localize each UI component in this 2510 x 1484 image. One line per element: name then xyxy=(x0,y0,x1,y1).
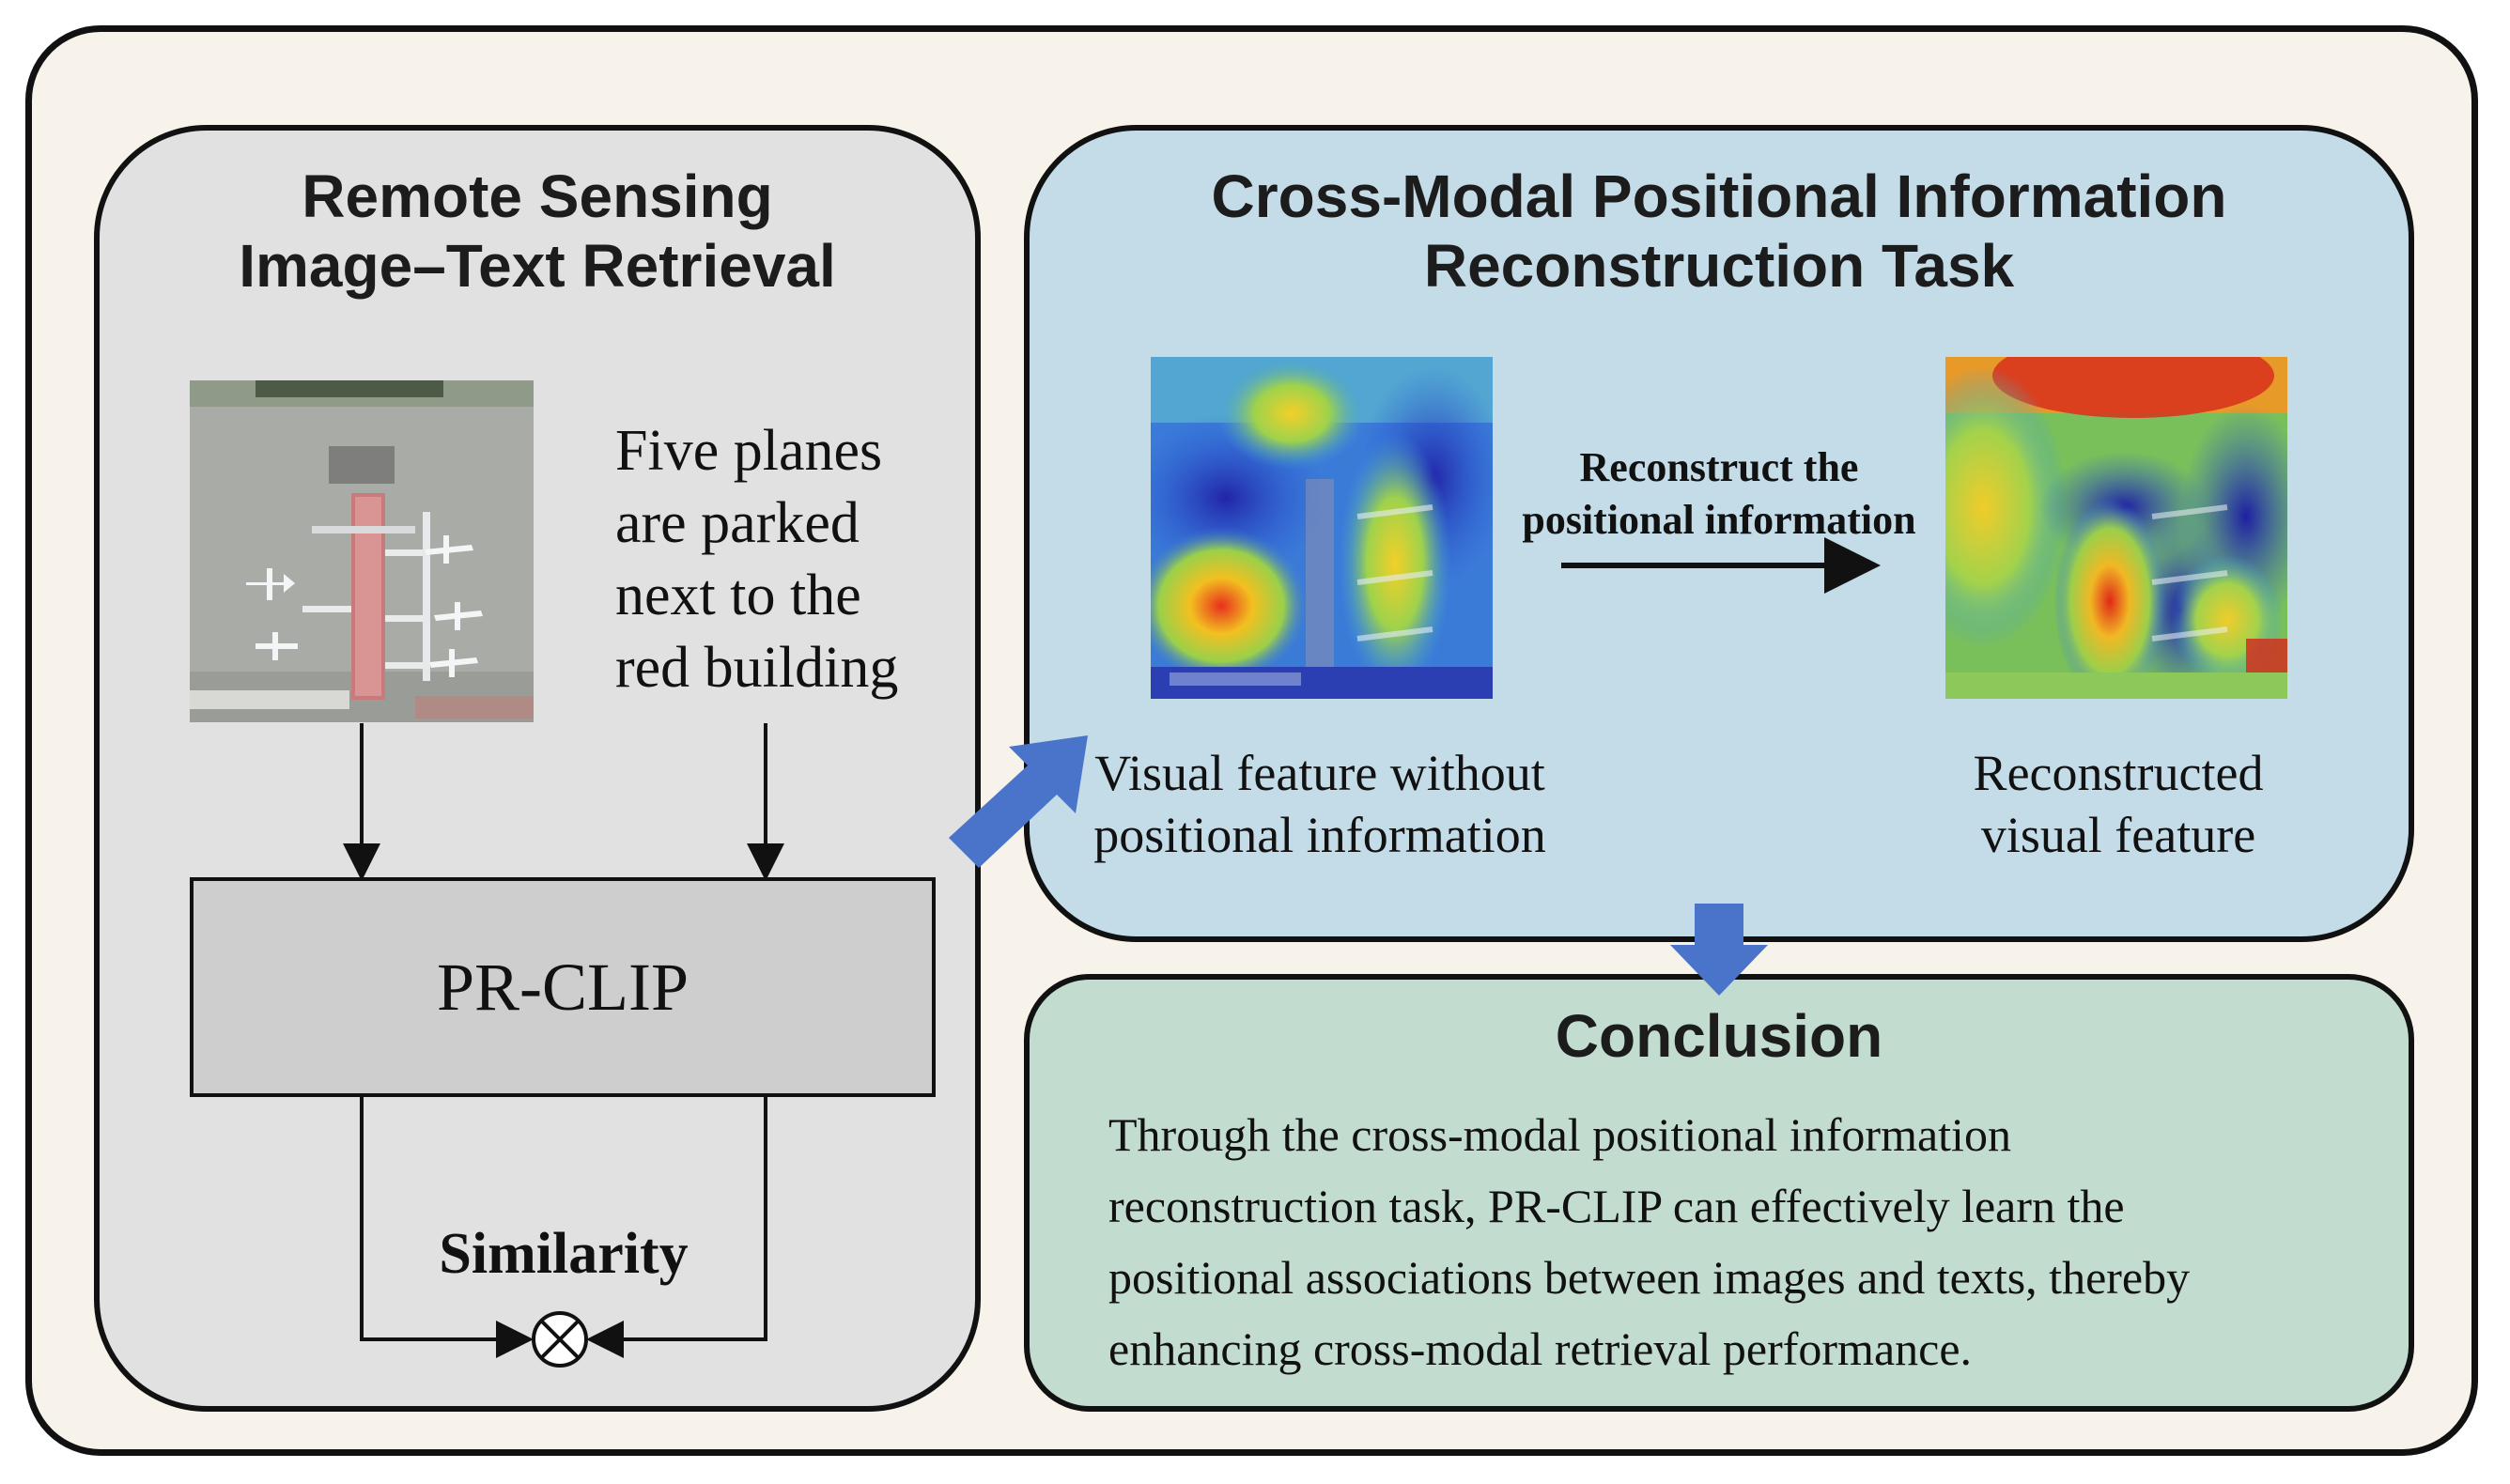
retrieval-panel-title: Remote Sensing Image–Text Retrieval xyxy=(94,162,981,301)
similarity-label: Similarity xyxy=(439,1222,689,1286)
heatmap-reconstructed xyxy=(1945,357,2287,699)
retrieval-caption: Five planes are parked next to the red b… xyxy=(615,415,898,704)
similarity-operator-icon xyxy=(532,1311,588,1368)
retrieval-title-line-2: Image–Text Retrieval xyxy=(239,232,836,300)
without-position-caption: Visual feature without positional inform… xyxy=(1071,742,1569,866)
conclusion-title: Conclusion xyxy=(1555,1002,1883,1070)
heatmap-without-position xyxy=(1151,357,1493,699)
pr-clip-model-box: PR-CLIP xyxy=(190,877,936,1097)
similarity-left-connector xyxy=(360,1097,534,1358)
to-reconstruction-arrow xyxy=(949,735,1088,868)
caption-line-1: Five planes xyxy=(615,419,883,483)
conclusion-panel xyxy=(1024,974,2414,1412)
reconstruction-title-line-2: Reconstruction Task xyxy=(1423,232,2015,300)
reconstruct-label-line-2: positional information xyxy=(1522,497,1916,543)
conclusion-line-2: reconstruction task, PR-CLIP can effecti… xyxy=(1108,1180,2125,1232)
caption-line-4: red building xyxy=(615,636,899,700)
airport-aerial-image xyxy=(190,380,534,722)
to-conclusion-arrow xyxy=(1670,904,1768,996)
without-position-caption-line-2: positional information xyxy=(1093,807,1546,863)
reconstruct-arrow-label: Reconstruct the positional information xyxy=(1494,441,1944,547)
reconstruction-panel-title: Cross-Modal Positional Information Recon… xyxy=(1024,162,2414,301)
retrieval-panel xyxy=(94,125,981,1412)
conclusion-line-3: positional associations between images a… xyxy=(1108,1251,2191,1304)
caption-line-2: are parked xyxy=(615,491,860,555)
caption-line-3: next to the xyxy=(615,564,861,627)
model-label: PR-CLIP xyxy=(436,949,689,1025)
reconstructed-caption-line-2: visual feature xyxy=(1980,807,2256,863)
reconstruct-label-line-1: Reconstruct the xyxy=(1579,444,1859,490)
reconstructed-caption: Reconstructed visual feature xyxy=(1907,742,2330,866)
conclusion-body: Through the cross-modal positional infor… xyxy=(1108,1099,2358,1384)
similarity-right-connector xyxy=(586,1097,767,1358)
without-position-caption-line-1: Visual feature without xyxy=(1094,745,1545,801)
reconstruction-title-line-1: Cross-Modal Positional Information xyxy=(1211,162,2227,230)
conclusion-line-1: Through the cross-modal positional infor… xyxy=(1108,1108,2011,1161)
reconstructed-caption-line-1: Reconstructed xyxy=(1973,745,2264,801)
retrieval-title-line-1: Remote Sensing xyxy=(302,162,773,230)
conclusion-line-4: enhancing cross-modal retrieval performa… xyxy=(1108,1322,1973,1375)
